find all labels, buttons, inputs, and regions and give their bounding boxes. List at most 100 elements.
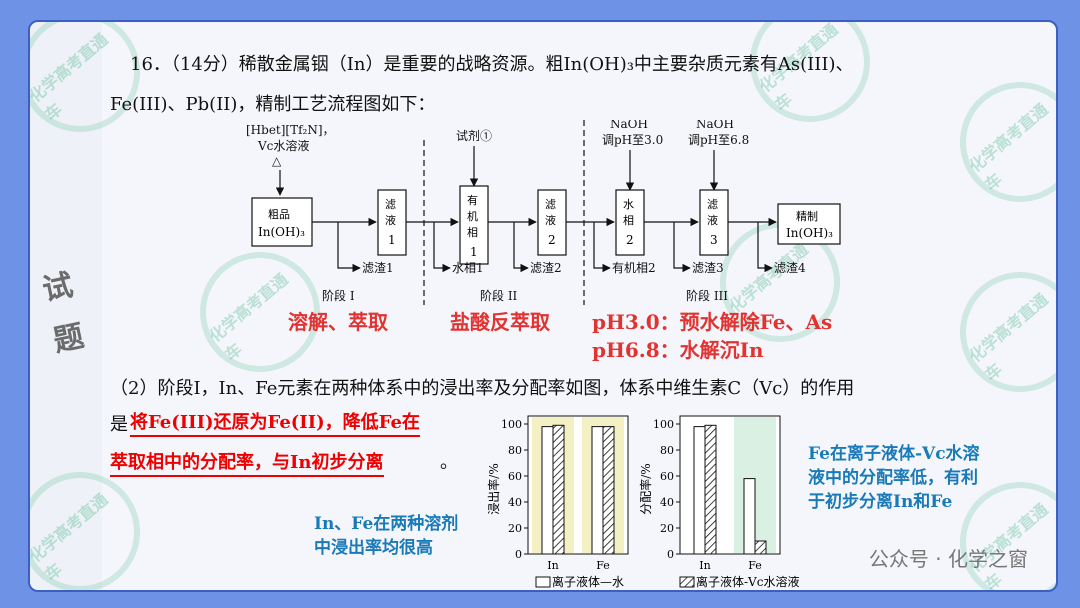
reagent-4-line1: NaOH: [696, 120, 734, 131]
x-tick-label: In: [699, 559, 710, 572]
question-line-1: 16．（14分）稀散金属铟（In）是重要的战略资源。粗In(OH)₃中主要杂质元…: [130, 54, 854, 75]
x-tick-label: In: [547, 559, 558, 572]
y-tick-label: 80: [660, 444, 674, 457]
y-tick-label: 80: [508, 444, 522, 457]
y-tick-label: 0: [515, 548, 522, 561]
y-tick-label: 20: [508, 522, 522, 535]
legend-swatch-water: [535, 576, 551, 588]
reagent-3-line1: NaOH: [610, 120, 648, 131]
box-aqueous-2: [615, 189, 645, 256]
watermark-text: 化学高考直通车: [965, 289, 1052, 385]
bar-vc: [754, 540, 767, 555]
note-distribution-line2: 液中的分配率低，有利: [808, 468, 978, 488]
box-o1-c2: 机: [467, 209, 478, 223]
note-distribution-line3: 于初步分离In和Fe: [808, 492, 953, 512]
waste-6: 滤渣4: [774, 261, 806, 275]
reagent-4-line2: 调pH至6.8: [688, 133, 749, 147]
stage-2: 阶段 II: [480, 288, 518, 303]
y-tick-label: 40: [660, 496, 674, 509]
x-tick-label: Fe: [596, 559, 610, 572]
bar-water: [743, 478, 756, 555]
stage-1-note: 溶解、萃取: [288, 310, 388, 334]
bar-water: [591, 426, 604, 555]
y-axis-label: 分配率/%: [638, 463, 653, 514]
box-filtrate-2: [537, 189, 567, 256]
legend-label-water: 离子液体—水: [552, 574, 624, 589]
waste-3: 滤渣2: [530, 261, 562, 275]
stage-1: 阶段 I: [322, 288, 355, 303]
answer-suffix: 。: [440, 452, 458, 473]
box-organic-1: [459, 185, 489, 265]
watermark-logo: 化学高考直通车: [935, 247, 1056, 417]
answer-prefix: 是: [110, 414, 128, 435]
box-refined: [777, 203, 841, 245]
topic-badge: 试 题: [30, 258, 101, 376]
box-o1-c4: 1: [470, 245, 478, 259]
box-filtrate-3: [699, 189, 729, 256]
reagent-1-line1: [Hbet][Tf₂N]，: [246, 123, 335, 137]
reagent-1-line2: Vc水溶液: [257, 138, 309, 153]
box-f2-c3: 2: [548, 233, 556, 247]
legend-label-vc: 离子液体-Vc水溶液: [696, 574, 799, 589]
badge-char-2: 题: [50, 318, 87, 360]
y-tick-label: 100: [501, 418, 522, 431]
box-o1-c1: 有: [467, 193, 478, 207]
heat-symbol: △: [272, 154, 282, 168]
stage-3-note-b: pH6.8：水解沉In: [592, 338, 764, 362]
bar-charts: 0 20 40 60 80 100 浸出率/% In Fe 0 20 40 60 80 100 分配率/% In…: [486, 415, 799, 589]
box-a2-c2: 相: [623, 214, 634, 227]
waste-1: 滤渣1: [362, 261, 394, 275]
box-f1-c3: 1: [388, 233, 396, 247]
box-refined-line2: In(OH)₃: [786, 226, 833, 240]
box-a2-c1: 水: [623, 198, 634, 211]
box-crude-line1: 粗品: [268, 208, 290, 221]
y-tick-label: 60: [660, 470, 674, 483]
bar-vc: [552, 424, 565, 555]
y-tick-label: 40: [508, 496, 522, 509]
box-f2-c2: 液: [545, 213, 556, 227]
question-card: 试 题 化学高考直通车 化学高考直通车 化学高考直通车 化学高考直通车 化学高考…: [28, 20, 1058, 592]
part2-question: （2）阶段I，In、Fe元素在两种体系中的浸出率及分配率如图，体系中维生素C（V…: [110, 378, 855, 399]
bar-water: [541, 426, 554, 555]
waste-2: 水相1: [452, 261, 484, 275]
reagent-2: 试剂①: [456, 128, 492, 143]
y-axis-label: 浸出率/%: [486, 463, 501, 514]
box-crude: [251, 197, 313, 247]
answer-line-2: 萃取相中的分配率，与In初步分离: [110, 448, 384, 477]
note-leaching-line2: 中浸出率均很高: [314, 538, 433, 558]
note-distribution: Fe在离子液体-Vc水溶 液中的分配率低，有利 于初步分离In和Fe: [808, 442, 980, 514]
stage-3-note-a: pH3.0：预水解除Fe、As: [592, 310, 833, 334]
box-refined-line1: 精制: [796, 210, 818, 223]
y-tick-label: 0: [667, 548, 674, 561]
box-f1-c2: 液: [385, 213, 396, 227]
note-leaching-line1: In、Fe在两种溶剂: [314, 514, 459, 534]
note-leaching: In、Fe在两种溶剂 中浸出率均很高: [314, 512, 458, 560]
answer-line-1: 将Fe(III)还原为Fe(II)，降低Fe在: [130, 408, 420, 437]
waste-4: 有机相2: [612, 261, 656, 275]
watermark-text: 化学高考直通车: [28, 489, 112, 585]
box-f3-c1: 滤: [707, 198, 718, 211]
y-tick-label: 100: [653, 418, 674, 431]
stage-3: 阶段 III: [686, 288, 728, 303]
note-distribution-line1: Fe在离子液体-Vc水溶: [808, 444, 980, 464]
bar-vc: [602, 426, 615, 555]
bar-vc: [704, 424, 717, 555]
box-f1-c1: 滤: [385, 198, 396, 211]
box-filtrate-1: [377, 189, 407, 256]
waste-5: 滤渣3: [692, 261, 724, 275]
stage-2-note: 盐酸反萃取: [450, 310, 550, 334]
watermark-logo: 化学高考直通车: [935, 57, 1056, 227]
question-line-2: Fe(III)、Pb(II)，精制工艺流程图如下：: [110, 94, 436, 115]
y-tick-label: 20: [660, 522, 674, 535]
y-tick-label: 60: [508, 470, 522, 483]
box-o1-c3: 相: [467, 226, 478, 239]
box-f3-c3: 3: [710, 233, 718, 247]
legend-swatch-vc: [679, 576, 695, 588]
box-f3-c2: 液: [707, 213, 718, 227]
box-a2-c3: 2: [626, 233, 634, 247]
footer-source: 公众号 · 化学之窗: [868, 547, 1028, 571]
box-crude-line2: In(OH)₃: [258, 225, 305, 239]
process-flow-diagram: [Hbet][Tf₂N]， Vc水溶液 △ 试剂① NaOH 调pH至3.0 N…: [246, 120, 841, 305]
left-strip: 试 题: [30, 22, 102, 590]
x-tick-label: Fe: [748, 559, 762, 572]
